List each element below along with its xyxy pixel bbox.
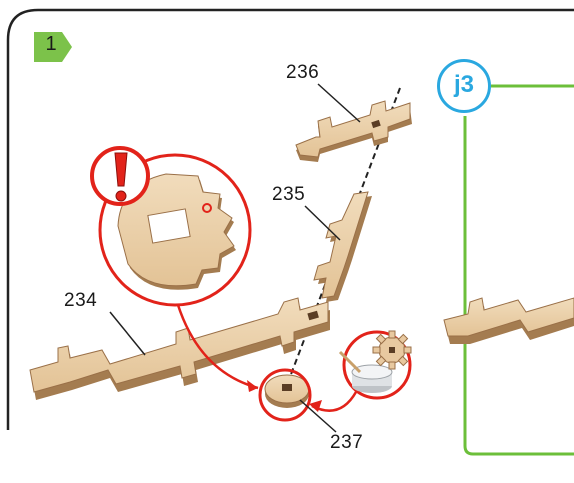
part-235-shape xyxy=(314,192,372,302)
glue-callout xyxy=(340,331,411,398)
submodel-bracket xyxy=(465,116,574,454)
part-label-235: 235 xyxy=(272,184,305,206)
leader-234 xyxy=(110,312,145,355)
submodel-label: j3 xyxy=(437,59,491,113)
part-label-237: 237 xyxy=(330,432,363,454)
part-label-236: 236 xyxy=(286,62,319,84)
part-label-234: 234 xyxy=(64,290,97,312)
gear-icon xyxy=(373,331,411,369)
step-number: 1 xyxy=(38,33,64,56)
part-236-shape xyxy=(296,101,412,162)
leader-236 xyxy=(318,84,360,122)
warning-exclamation-icon xyxy=(92,148,148,204)
